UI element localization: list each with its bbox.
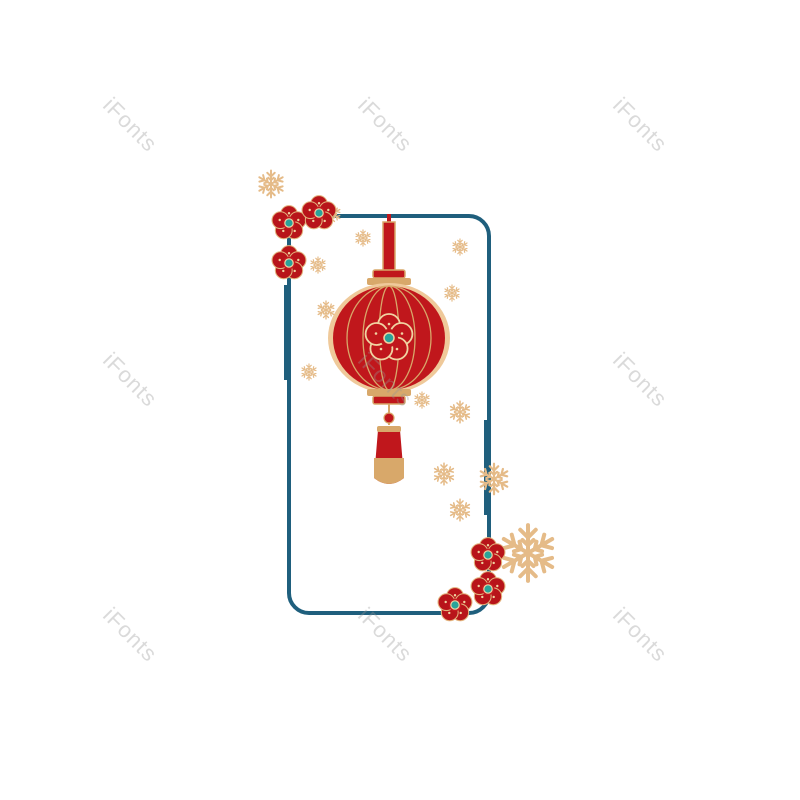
plum-blossom-icon <box>437 587 473 622</box>
snowflake-icon <box>355 230 371 246</box>
plum-blossom-icon <box>301 195 337 230</box>
snowflake-icon <box>452 239 468 255</box>
snowflake-icon <box>317 301 335 319</box>
lantern-icon <box>328 214 450 484</box>
snowflake-icon <box>310 257 326 273</box>
snowflake-icon <box>444 285 460 301</box>
plum-blossom-icon <box>470 537 506 572</box>
snowflake-icon <box>500 525 556 581</box>
plum-blossom-icon <box>271 245 307 280</box>
plum-blossom-icon <box>470 571 506 606</box>
snowflake-icon <box>433 463 455 485</box>
plum-blossom-icon <box>271 205 307 240</box>
snowflake-icon <box>449 499 471 521</box>
snowflake-icon <box>301 364 317 380</box>
snowflake-icon <box>449 401 471 423</box>
snowflake-icon <box>479 464 510 495</box>
snowflake-icon <box>257 171 284 198</box>
